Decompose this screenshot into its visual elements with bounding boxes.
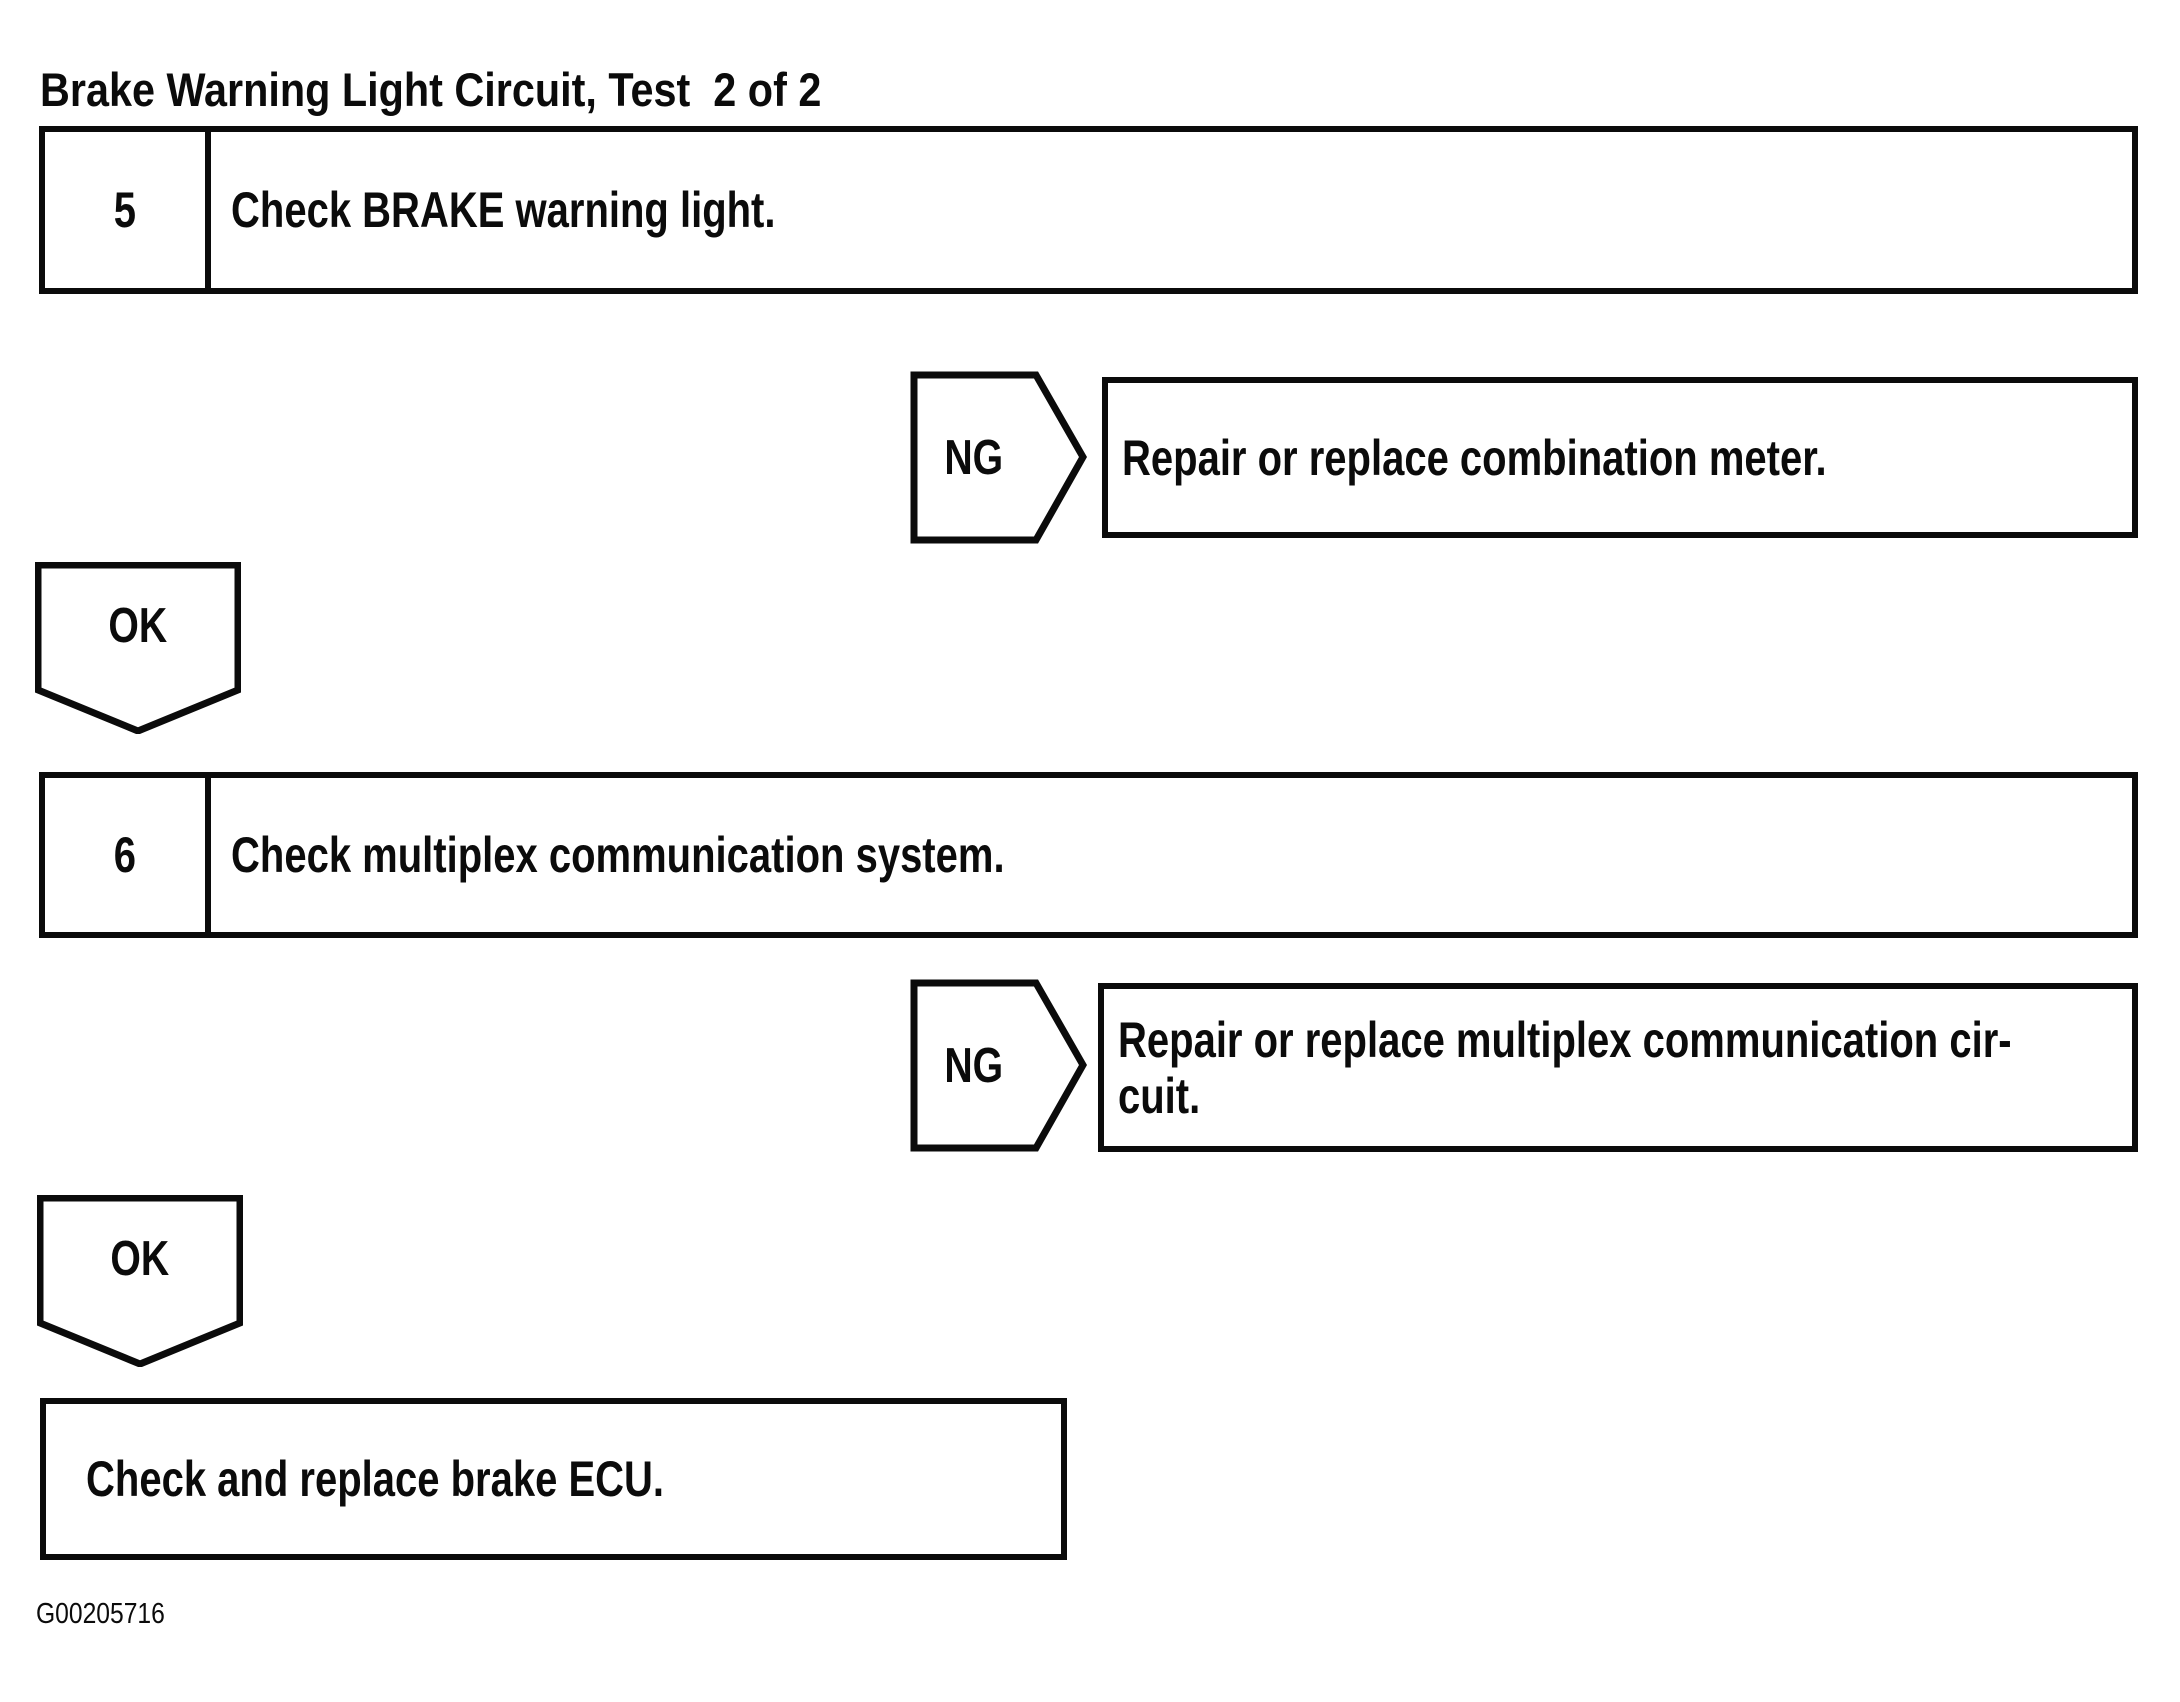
ok-pentagon-icon [35, 562, 241, 734]
result-text-line-1: Repair or replace multiplex communicatio… [1118, 1011, 2012, 1068]
step-box-6: 6 Check multiplex communication system. [39, 772, 2138, 938]
ng-pentagon-icon [910, 979, 1087, 1152]
ok-connector-label: OK [37, 1195, 243, 1323]
ok-text: OK [108, 599, 168, 653]
step-label: Check BRAKE warning light. [231, 182, 776, 238]
ng-connector-label: NG [910, 371, 1038, 544]
step-number: 5 [113, 182, 137, 238]
ok-pentagon-icon [37, 1195, 243, 1367]
ng-pentagon-icon [910, 371, 1087, 544]
ok-connector-1: OK [35, 562, 241, 734]
ng-connector-label: NG [910, 979, 1038, 1152]
step-box-5: 5 Check BRAKE warning light. [39, 126, 2138, 294]
ng-connector-2: NG [910, 979, 1087, 1152]
final-action-text: Check and replace brake ECU. [86, 1451, 665, 1507]
final-action-box: Check and replace brake ECU. [40, 1398, 1067, 1560]
step-number: 6 [113, 827, 137, 883]
result-text-line-2: cuit. [1118, 1067, 1201, 1124]
figure-code: G00205716 [36, 1598, 165, 1630]
ok-connector-label: OK [35, 562, 241, 690]
ok-connector-2: OK [37, 1195, 243, 1367]
page-title: Brake Warning Light Circuit, Test 2 of 2 [40, 63, 822, 116]
result-box-2: Repair or replace multiplex communicatio… [1098, 983, 2138, 1152]
step-number-cell: 5 [45, 132, 211, 288]
ng-text: NG [944, 1038, 1004, 1093]
result-box-1: Repair or replace combination meter. [1102, 377, 2138, 538]
step-label-cell: Check multiplex communication system. [211, 778, 2132, 932]
step-label-cell: Check BRAKE warning light. [211, 132, 2132, 288]
step-label: Check multiplex communication system. [231, 827, 1005, 883]
step-number-cell: 6 [45, 778, 211, 932]
ng-text: NG [944, 430, 1004, 485]
ng-connector-1: NG [910, 371, 1087, 544]
ok-text: OK [110, 1232, 170, 1286]
result-text: Repair or replace combination meter. [1122, 429, 1827, 486]
